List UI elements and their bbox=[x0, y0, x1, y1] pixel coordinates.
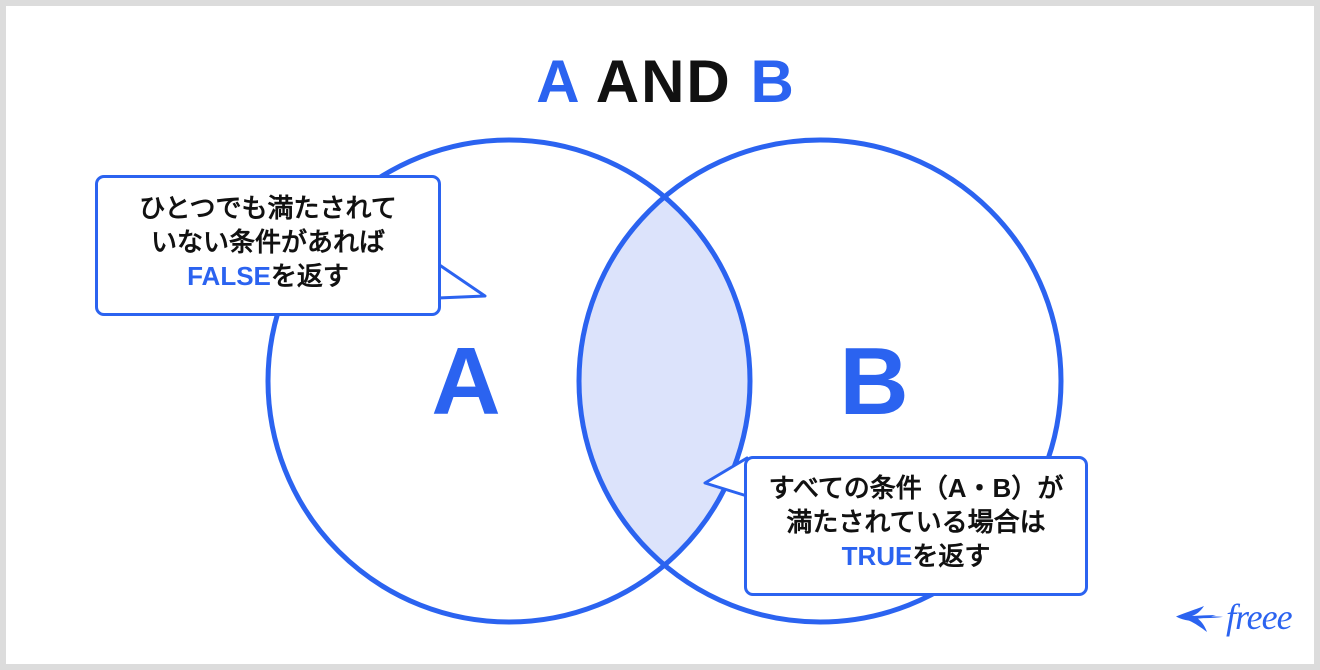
venn-circle-b bbox=[576, 137, 1064, 625]
callout-true-keyword: TRUE bbox=[841, 540, 913, 571]
venn-circle-a bbox=[265, 137, 753, 625]
callout-true-line1: すべての条件（A・B）が bbox=[768, 473, 1064, 503]
freee-bird-icon bbox=[1176, 606, 1223, 632]
freee-logo: freee bbox=[1176, 597, 1294, 637]
callout-true-line2: 満たされている場合は bbox=[786, 506, 1046, 537]
title-part-a: A bbox=[536, 48, 580, 115]
callout-false-line3: FALSEを返す bbox=[98, 260, 438, 294]
venn-diagram bbox=[265, 137, 1064, 625]
callout-false-tail bbox=[436, 262, 487, 300]
callout-false-line2: いない条件があれば bbox=[150, 226, 385, 257]
venn-label-b: B bbox=[839, 328, 909, 435]
freee-wordmark: freee bbox=[1226, 597, 1293, 637]
callout-true-suffix: を返す bbox=[912, 540, 991, 571]
venn-label-a: A bbox=[431, 328, 501, 435]
callout-false-line1: ひとつでも満たされて bbox=[139, 193, 397, 223]
diagram-title: A AND B bbox=[6, 52, 1314, 112]
callout-false-keyword: FALSE bbox=[187, 260, 271, 291]
title-part-and: AND bbox=[579, 48, 751, 115]
callout-false: ひとつでも満たされて いない条件があれば FALSEを返す bbox=[95, 175, 441, 316]
callout-true-tail bbox=[703, 456, 749, 498]
venn-intersection-fill bbox=[579, 140, 750, 622]
callout-false-suffix: を返す bbox=[270, 260, 349, 291]
callout-true: すべての条件（A・B）が 満たされている場合は TRUEを返す bbox=[744, 456, 1088, 596]
callout-true-line3: TRUEを返す bbox=[747, 540, 1085, 574]
title-part-b: B bbox=[750, 48, 796, 115]
